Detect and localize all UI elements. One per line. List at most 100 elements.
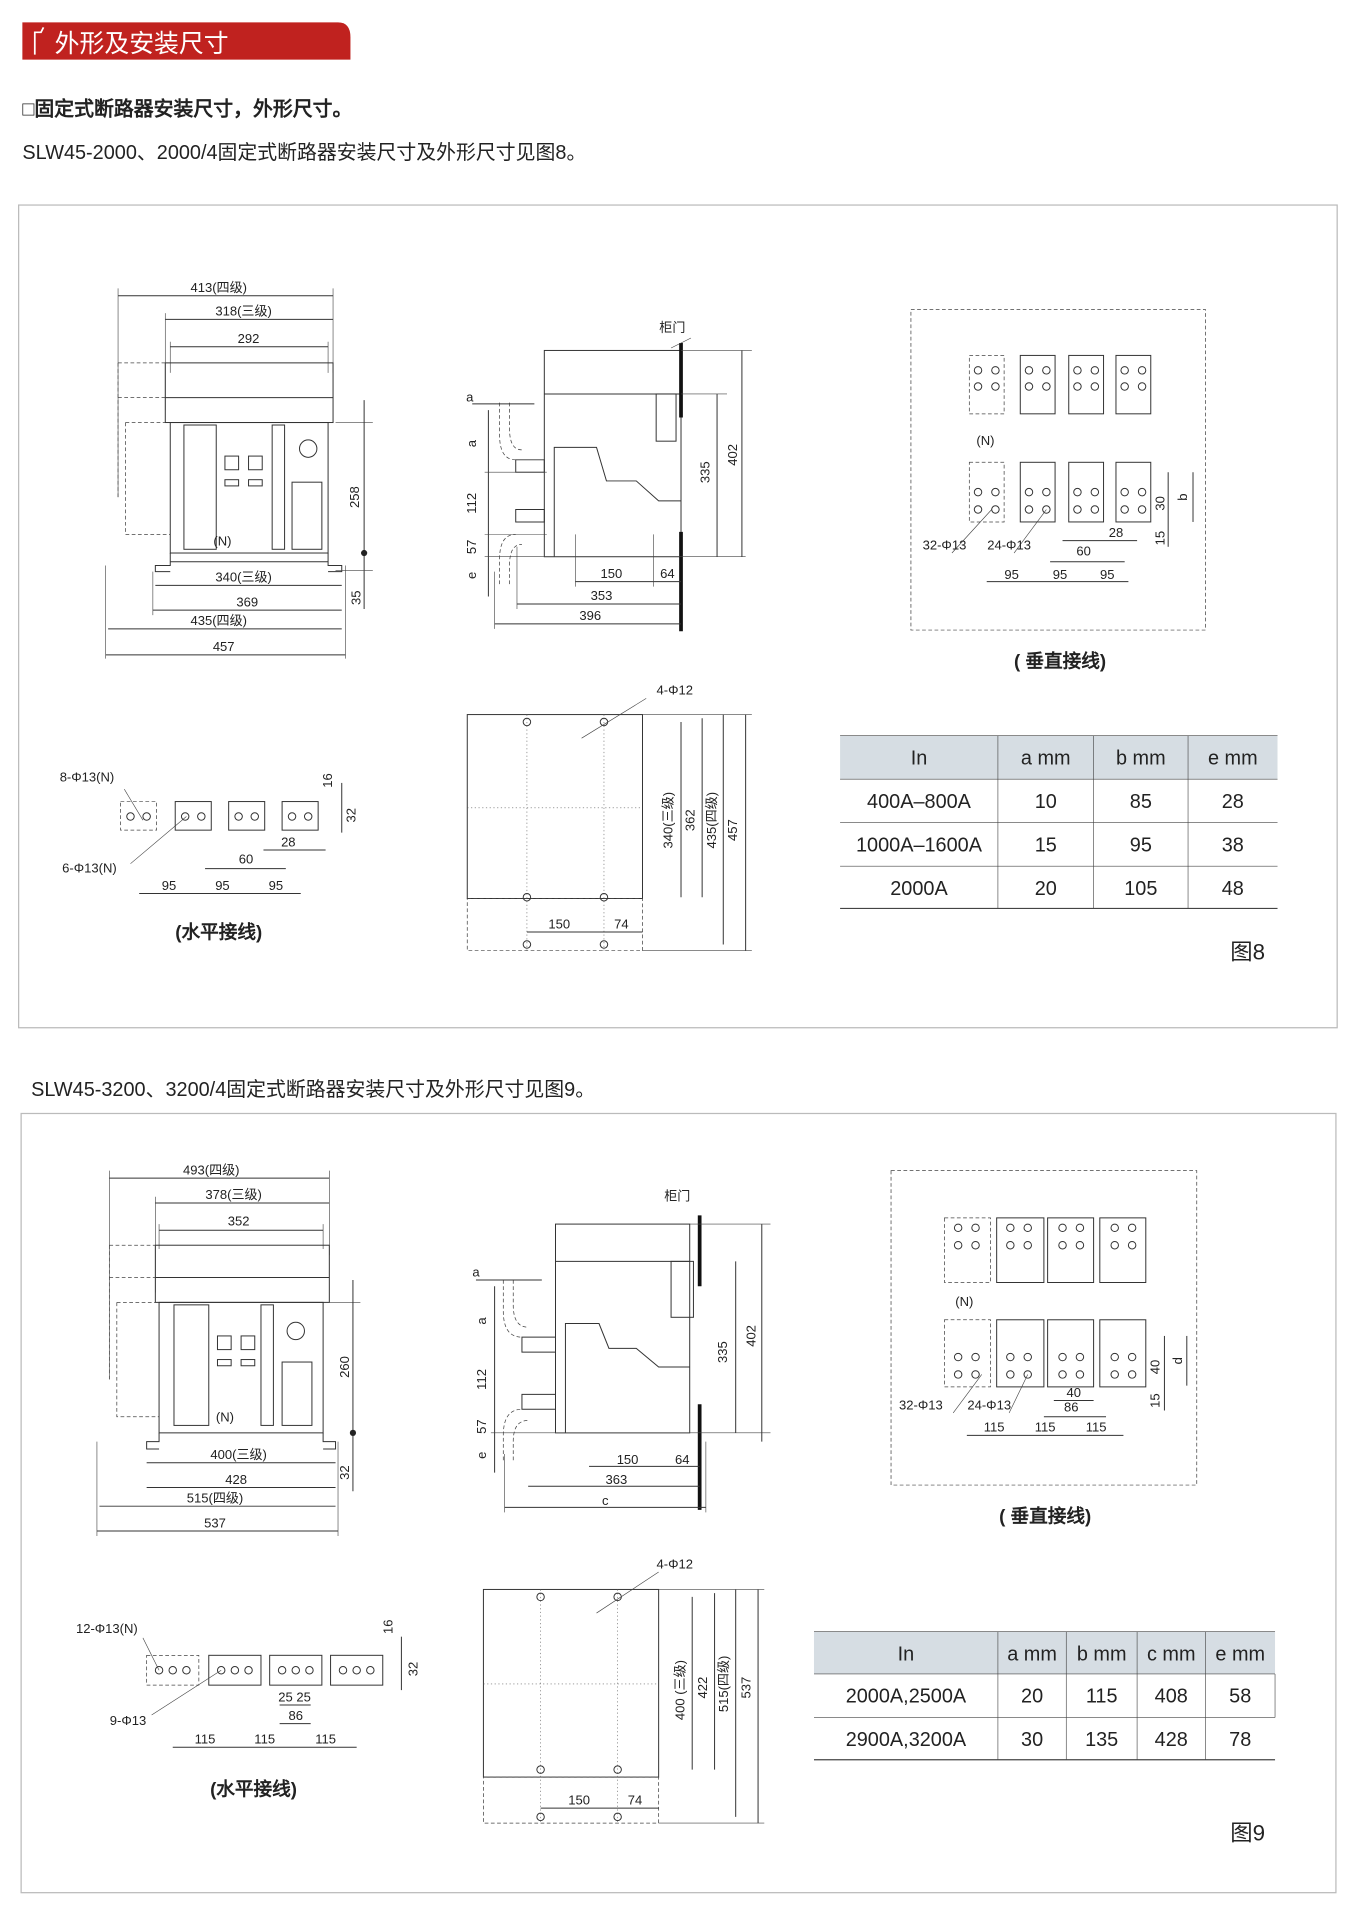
fig8-vertical-label: 95 xyxy=(1100,567,1115,582)
fig9-mount-label: 422 xyxy=(695,1677,710,1699)
fig8-front-label: 369 xyxy=(236,594,258,609)
fig9-side-label: 57 xyxy=(474,1419,489,1434)
section-title: 外形及安装尺寸 xyxy=(55,30,229,58)
fig9-side-label: 402 xyxy=(744,1325,759,1347)
table-cell: 400A–800A xyxy=(867,791,972,813)
fig9-horizontal-wiring xyxy=(142,1636,402,1748)
fig8-horizontal-label: 8-Φ13(N) xyxy=(60,770,115,785)
table-cell: 2900A,3200A xyxy=(846,1729,967,1751)
fig9-side-label: c xyxy=(602,1493,609,1508)
fig8-side-label: 335 xyxy=(698,461,713,483)
fig9-vertical-label: 40 xyxy=(1066,1385,1081,1400)
fig8-mount-label: 457 xyxy=(725,819,740,841)
table-cell: 428 xyxy=(1155,1729,1188,1751)
fig8-mount-label: 4-Φ12 xyxy=(657,683,693,698)
fig8-mount-label: 435(四级) xyxy=(704,792,719,848)
fig9-side-label: 柜门 xyxy=(664,1188,690,1203)
fig9-mount-label: 150 xyxy=(568,1792,590,1807)
table-cell: 105 xyxy=(1124,878,1157,900)
fig8-side-label: a xyxy=(464,439,479,447)
table-cell: 115 xyxy=(1086,1686,1118,1708)
fig8-side-view xyxy=(472,337,752,632)
fig8-front-label: 413(四级) xyxy=(190,280,246,295)
fig9-vertical-label: 40 xyxy=(1147,1360,1162,1375)
fig8-horizontal-wiring xyxy=(120,782,343,895)
fig9-horizontal-label: 115 xyxy=(315,1732,336,1747)
fig9-front-label: 260 xyxy=(337,1356,352,1378)
fig9-horizontal-label: 16 xyxy=(381,1619,396,1634)
table-cell: 78 xyxy=(1229,1729,1251,1751)
fig9-vertical-label: 115 xyxy=(1086,1420,1107,1435)
intro-line-2: SLW45-2000、2000/4固定式断路器安装尺寸及外形尺寸见图8。 xyxy=(22,142,586,164)
fig9-vertical-label: 86 xyxy=(1064,1400,1079,1415)
fig8-vertical-label: ( 垂直接线) xyxy=(1014,650,1106,671)
fig8-vertical-label: 15 xyxy=(1152,531,1167,546)
corner-icon xyxy=(33,26,45,55)
fig8-front-view xyxy=(105,288,373,659)
fig9-horizontal-label: 25 25 xyxy=(278,1689,311,1704)
fig8-horizontal-label: 95 xyxy=(162,878,177,893)
fig8-mount-label: 340(三级) xyxy=(660,792,675,848)
fig8-vertical-label: 24-Φ13 xyxy=(987,537,1031,552)
table-cell: 85 xyxy=(1130,791,1152,813)
table-header-cell: b mm xyxy=(1116,747,1166,769)
fig9-horizontal-label: 32 xyxy=(406,1662,421,1677)
fig8-front-label: 340(三级) xyxy=(215,570,271,585)
fig8-mount-label: 74 xyxy=(614,916,629,931)
fig9-vertical-label: (N) xyxy=(955,1294,973,1309)
table-header-cell: e mm xyxy=(1208,747,1258,769)
fig8-vertical-label: 28 xyxy=(1109,525,1124,540)
fig8-side-label: a xyxy=(466,389,474,404)
fig9-mount-label: 400 (三级) xyxy=(673,1660,688,1720)
fig9-front-label: 493(四级) xyxy=(183,1162,239,1177)
fig9-mount-label: 537 xyxy=(739,1677,754,1699)
fig8-vertical-label: (N) xyxy=(976,433,994,448)
fig9-front-view xyxy=(96,1170,361,1537)
fig8-front-label: 35 xyxy=(348,591,363,606)
fig8-vertical-wiring xyxy=(910,309,1206,631)
fig8-side-label: 402 xyxy=(725,444,740,466)
fig8-side-label: 396 xyxy=(579,608,601,623)
fig8-horizontal-label: 16 xyxy=(320,773,335,788)
fig8-front-label: 435(四级) xyxy=(190,613,246,628)
fig9-horizontal-label: 12-Φ13(N) xyxy=(76,1621,138,1636)
fig9-vertical-label: 32-Φ13 xyxy=(899,1397,943,1412)
table-header-cell: a mm xyxy=(1007,1643,1057,1665)
fig9-side-label: 150 xyxy=(617,1452,639,1467)
fig9-front-label: 428 xyxy=(225,1472,247,1487)
table-cell: 58 xyxy=(1229,1686,1251,1708)
fig8-front-label: 258 xyxy=(347,486,362,508)
table-cell: 135 xyxy=(1085,1729,1118,1751)
fig9-vertical-label: 24-Φ13 xyxy=(967,1397,1011,1412)
figure-9-caption: 图9 xyxy=(1230,1820,1265,1845)
fig8-horizontal-label: 6-Φ13(N) xyxy=(62,860,117,875)
figure-8-caption: 图8 xyxy=(1230,939,1265,964)
fig9-front-label: 400(三级) xyxy=(210,1447,266,1462)
fig8-side-label: e xyxy=(464,572,479,579)
fig8-horizontal-label: (水平接线) xyxy=(175,921,262,942)
fig9-vertical-label: 115 xyxy=(1035,1420,1056,1435)
fig9-side-label: 64 xyxy=(675,1452,690,1467)
fig8-vertical-label: 30 xyxy=(1152,496,1167,511)
figure-9-frame xyxy=(20,1112,1337,1894)
fig9-mounting-view xyxy=(482,1571,765,1824)
section-header: 外形及安装尺寸 xyxy=(22,22,351,60)
fig8-mounting-view xyxy=(466,698,752,952)
intro-line-1: □固定式断路器安装尺寸，外形尺寸。 xyxy=(22,98,352,121)
fig8-horizontal-label: 95 xyxy=(215,878,230,893)
fig9-table xyxy=(813,1631,1276,1761)
fig8-table xyxy=(840,735,1278,910)
fig8-horizontal-label: 28 xyxy=(281,834,296,849)
fig9-side-label: a xyxy=(474,1317,489,1325)
fig8-vertical-label: 32-Φ13 xyxy=(923,537,967,552)
fig8-vertical-label: 60 xyxy=(1076,544,1091,559)
fig8-vertical-label: 95 xyxy=(1053,567,1068,582)
fig9-mount-label: 74 xyxy=(628,1792,643,1807)
table-cell: 15 xyxy=(1035,834,1057,856)
fig9-side-label: a xyxy=(472,1264,480,1279)
table-header-cell: In xyxy=(898,1643,915,1665)
table-header-cell: c mm xyxy=(1147,1643,1196,1665)
table-cell: 48 xyxy=(1222,878,1244,900)
fig8-side-label: 112 xyxy=(464,493,479,514)
table-header-cell: In xyxy=(911,747,928,769)
